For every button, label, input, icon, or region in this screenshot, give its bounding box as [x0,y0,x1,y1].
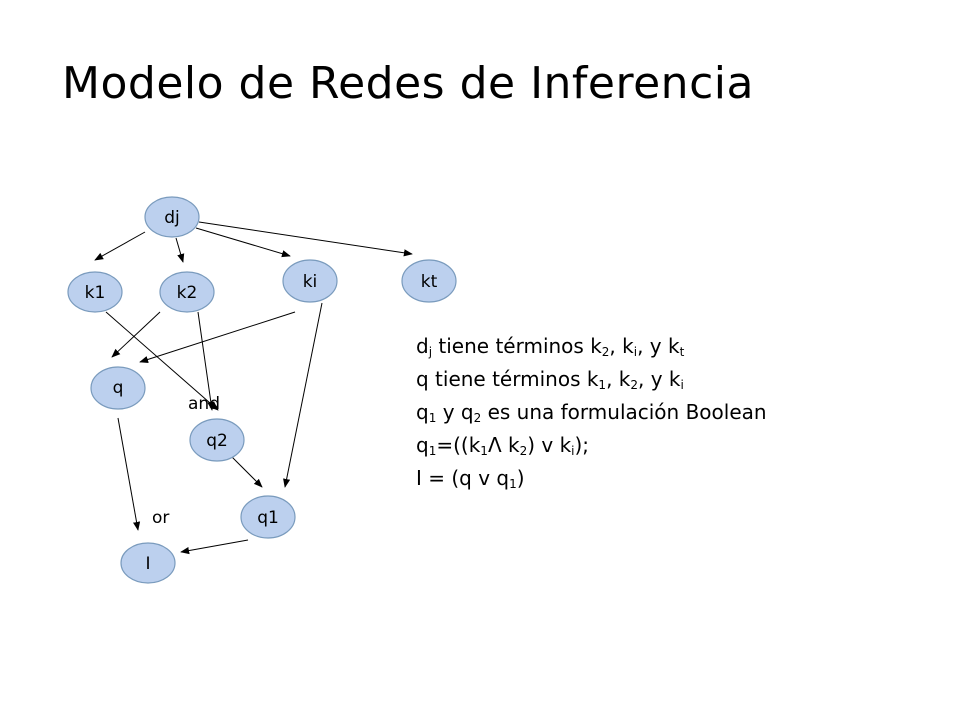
edge-k2-q2 [197,311,215,411]
edge-dj-k1 [94,231,146,261]
node-label: k2 [177,283,198,303]
node-label: q1 [257,508,279,528]
edge-dj-ki [195,227,291,258]
edge-ki-q [139,311,296,363]
node-label: kt [421,272,438,292]
node-label: q [113,378,124,398]
slide-title: Modelo de Redes de Inferencia [62,58,754,109]
node-q1: q1 [240,495,296,539]
edge-dj-kt [198,221,413,257]
description-line-3: q1 y q2 es una formulación Boolean [416,400,767,425]
node-label: dj [164,208,180,228]
node-kt: kt [401,259,457,303]
description-line-2: q tiene términos k1, k2, y ki [416,367,684,392]
edges [94,221,413,555]
edge-k2-q [111,311,161,358]
edge-ki-q1 [283,302,323,488]
or-operator-label: or [152,508,169,528]
node-label: k1 [85,283,106,303]
edge-dj-k2 [175,237,185,263]
node-I: I [120,542,176,584]
description-line-1: dj tiene términos k2, ki, y kt [416,334,685,359]
node-label: I [145,554,150,574]
node-q: q [90,366,146,410]
node-label: ki [303,272,318,292]
node-q2: q2 [189,418,245,462]
node-label: q2 [206,431,228,451]
node-k1: k1 [67,271,123,313]
edge-k1-q2 [105,311,219,411]
description-line-5: I = (q v q1) [416,466,525,491]
node-ki: ki [282,259,338,303]
and-operator-label: and [188,394,220,414]
node-dj: dj [144,196,200,238]
edge-q-I [117,417,141,531]
edge-q2-q1 [231,456,263,488]
edge-q1-I [180,539,249,555]
description-text: dj tiene términos k2, ki, y kt q tiene t… [416,330,767,495]
node-k2: k2 [159,271,215,313]
description-line-4: q1=((k1Λ k2) v ki); [416,433,590,458]
